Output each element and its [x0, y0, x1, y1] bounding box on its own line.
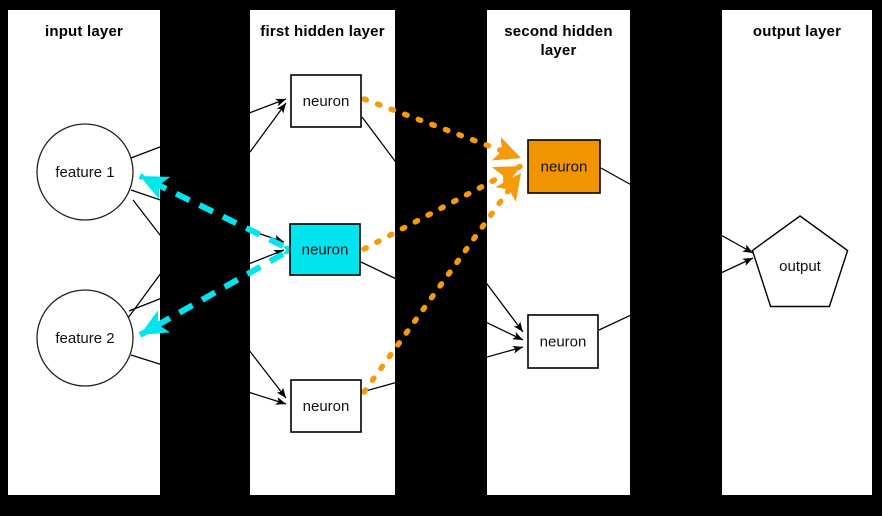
layer-title-input: input layer: [44, 23, 124, 40]
node-hidden1-neuron-top[interactable]: neuron: [290, 74, 362, 128]
highlight-edge-hidden1-neuron-top-to-hidden2-neuron-top: [361, 96, 524, 161]
nodes: feature 1 feature 2 neuron neuron neuron neur…: [36, 74, 849, 433]
node-hidden2-neuron-top[interactable]: neuron: [527, 139, 601, 194]
node-shape-circle: [36, 289, 134, 387]
node-label: neuron: [303, 93, 350, 110]
node-label: feature 1: [55, 164, 114, 181]
edge-feature-2-to-hidden1-neuron-bottom: [130, 354, 287, 405]
forward-highlight-edges: [361, 96, 524, 395]
edge-hidden1-neuron-bottom-to-hidden2-neuron-bottom: [361, 345, 524, 393]
layer-title-output: output layer: [752, 23, 842, 40]
node-shape-rect: [290, 379, 362, 433]
node-label: neuron: [540, 334, 587, 351]
highlight-edge-hidden1-neuron-middle-to-feature-2: [138, 229, 314, 338]
node-shape-rect: [290, 74, 362, 128]
node-shape-pentagon: [751, 215, 849, 308]
backward-highlight-edges: [138, 173, 314, 338]
highlight-edge-hidden1-neuron-middle-to-feature-1: [138, 173, 314, 270]
node-hidden2-neuron-bottom[interactable]: neuron: [527, 314, 599, 369]
node-shape-rect: [289, 223, 361, 276]
node-label: neuron: [302, 242, 349, 259]
node-label: feature 2: [55, 330, 114, 347]
node-feature-2[interactable]: feature 2: [36, 289, 134, 387]
node-shape-rect: [527, 314, 599, 369]
edge-feature-1-to-hidden1-neuron-top: [130, 98, 287, 159]
layer-title-second-hidden: second hidden layer: [504, 23, 613, 59]
node-shape-rect: [527, 139, 601, 194]
node-shape-circle: [36, 123, 134, 221]
edge-hidden2-neuron-top-to-output-node: [600, 167, 754, 254]
node-feature-1[interactable]: feature 1: [36, 123, 134, 221]
edge-hidden1-neuron-middle-to-hidden2-neuron-bottom: [360, 261, 524, 341]
node-hidden1-neuron-bottom[interactable]: neuron: [290, 379, 362, 433]
plain-edges: [127, 98, 754, 405]
node-output-node[interactable]: output: [751, 215, 849, 308]
layer-title-first-hidden: first hidden layer: [260, 23, 385, 40]
node-hidden1-neuron-middle[interactable]: neuron: [289, 223, 361, 276]
edge-hidden2-neuron-bottom-to-output-node: [598, 257, 754, 331]
panel-second-hidden-layer: [487, 10, 630, 495]
node-label: output: [779, 258, 822, 275]
highlight-edge-hidden1-neuron-bottom-to-hidden2-neuron-top: [361, 170, 524, 395]
node-label: neuron: [541, 159, 588, 176]
edge-feature-1-to-hidden1-neuron-middle: [130, 189, 285, 243]
edge-hidden1-neuron-top-to-hidden2-neuron-bottom: [361, 116, 524, 333]
panel-input-layer: [8, 10, 160, 495]
node-label: neuron: [303, 398, 350, 415]
highlight-edge-hidden1-neuron-middle-to-hidden2-neuron-top: [361, 163, 524, 252]
edge-feature-2-to-hidden1-neuron-middle: [128, 249, 285, 312]
